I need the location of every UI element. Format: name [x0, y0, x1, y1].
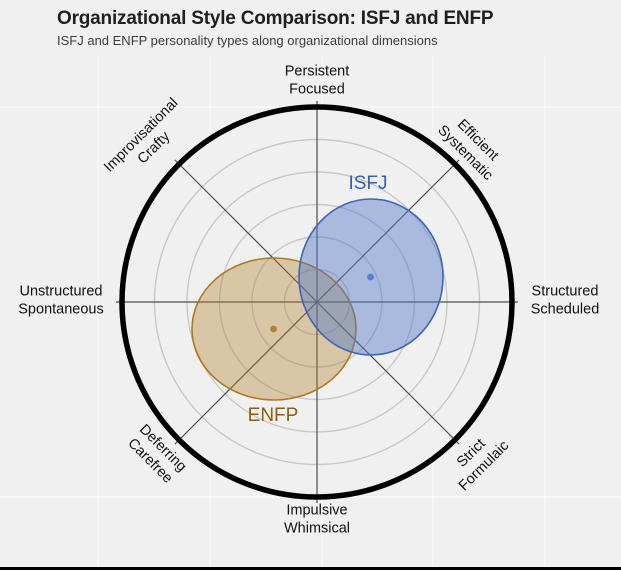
axis-label-line: Impulsive	[286, 502, 348, 519]
enfp-series-label: ENFP	[247, 405, 299, 426]
axis-label-line: Persistent	[284, 63, 350, 80]
axis-label-line: Whimsical	[283, 520, 351, 536]
axis-spoke	[174, 159, 460, 445]
axis-label-line: Focused	[289, 81, 345, 97]
page-title: Organizational Style Comparison: ISFJ an…	[57, 8, 494, 29]
bottom-border	[0, 567, 621, 570]
outer-boundary-circle	[119, 104, 515, 500]
axis-label-unstructured-spontaneous: Unstructured Spontaneous	[18, 284, 103, 319]
axis-label-line: Unstructured	[19, 283, 103, 300]
axis-label-persistent-focused: Persistent Focused	[285, 64, 349, 99]
isfj-series-label: ISFJ	[348, 173, 388, 194]
axis-spokes	[116, 101, 518, 503]
axis-label-line: Scheduled	[530, 301, 600, 317]
enfp-center-dot	[270, 325, 277, 333]
axis-label-structured-scheduled: Structured Scheduled	[531, 284, 600, 319]
page-subtitle: ISFJ and ENFP personality types along or…	[57, 33, 438, 48]
axis-label-impulsive-whimsical: Impulsive Whimsical	[284, 503, 350, 538]
isfj-center-dot	[367, 273, 374, 281]
axis-label-line: Structured	[531, 283, 599, 300]
axis-label-line: Spontaneous	[18, 301, 104, 317]
